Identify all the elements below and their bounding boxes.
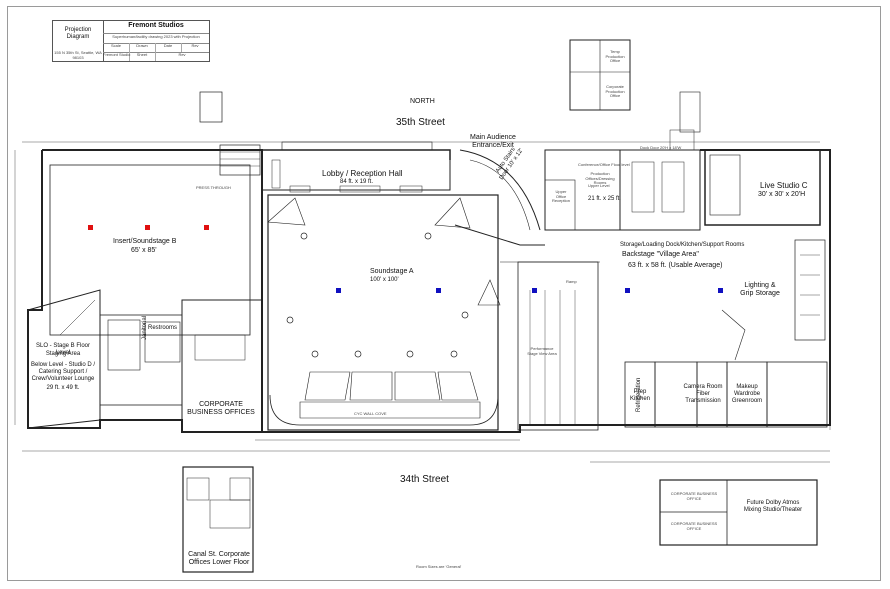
conference-label: Conference/Office Floor level xyxy=(578,162,630,167)
tb-cell: Scale xyxy=(110,43,121,48)
main-entrance-label: Main Audience Entrance/Exit xyxy=(470,134,516,150)
red-marker xyxy=(145,225,150,230)
live-studio-c-size: 30' x 30' x 20'H xyxy=(758,191,806,198)
room-sizes-note: Room Sizes are 'General' xyxy=(416,564,462,569)
corporate-production-office-label: Corporate Production Office xyxy=(605,84,625,99)
tb-cell: Rev xyxy=(178,52,186,57)
prep-kitchen-label: Prep Kitchen xyxy=(629,389,650,402)
lobby-title: Lobby / Reception Hall xyxy=(322,169,403,178)
title-block-address: 155 N 35th St, Seattle, WA 98103 xyxy=(54,50,102,60)
office-size-label: 21 ft. x 25 ft. xyxy=(588,196,622,202)
soundstage-a-size: 100' x 100' xyxy=(370,277,399,283)
production-offices-label: Production Offices/Dressing Rooms xyxy=(585,171,615,186)
live-studio-c-title: Live Studio C xyxy=(760,181,808,190)
red-marker xyxy=(204,225,209,230)
street-35-label: 35th Street xyxy=(396,117,445,128)
north-label: NORTH xyxy=(410,98,435,105)
temp-production-office-label: Temp Production Office xyxy=(605,49,625,64)
tb-cell: Fremont Studio xyxy=(103,52,131,57)
restrooms-label: Restrooms xyxy=(148,325,178,331)
title-subtitle: Superhuman/facility drawing 2023 with Pr… xyxy=(112,34,200,39)
dock-door-label: Dock Door 20'H x 18'W xyxy=(640,145,682,150)
makeup-label: Makeup Wardrobe Greenroom xyxy=(731,384,763,404)
company-name: Fremont Studios xyxy=(128,22,184,29)
blue-marker xyxy=(718,288,723,293)
blue-marker xyxy=(532,288,537,293)
future-studio-label: Future Dolby Atmos Mixing Studio/Theater xyxy=(743,500,803,513)
refrigeration-label: Refrigeration xyxy=(636,377,642,412)
blue-marker xyxy=(625,288,630,293)
cyc-wall-label: CYC WALL COVE xyxy=(354,411,387,416)
lighting-grip-label: Lighting & Grip Storage xyxy=(740,282,780,298)
upper-level-label: Upper Level xyxy=(588,183,610,188)
corporate-business-office-1: CORPORATE BUSINESS OFFICE xyxy=(670,491,718,501)
tb-cell: Date xyxy=(163,43,173,48)
insert-title: Insert/Soundstage B xyxy=(113,238,177,245)
stage-b-size: 29 ft. x 49 ft. xyxy=(46,385,80,391)
upper-reception-label: Upper Office Reception xyxy=(551,189,570,204)
blue-marker xyxy=(336,288,341,293)
performance-stage-label: Performance Stage View Area xyxy=(527,346,557,356)
tb-cell: Sheet xyxy=(136,52,148,57)
title-block: Projection Diagram 155 N 35th St, Seattl… xyxy=(52,20,210,62)
canal-st-offices-label: Canal St. Corporate Offices Lower Floor xyxy=(188,551,250,567)
street-34-label: 34th Street xyxy=(400,474,449,485)
ramp-label: Ramp xyxy=(566,279,577,284)
stage-b-floor-level: SLO - Stage B Floor Level xyxy=(35,343,91,356)
blue-marker xyxy=(436,288,441,293)
staging-area: Staging Area xyxy=(45,351,81,357)
tb-cell: Rev xyxy=(191,43,199,48)
backstage-label: Backstage "Village Area" xyxy=(622,251,699,258)
janitorial-label: Janitorial xyxy=(142,315,148,340)
title-block-label: Projection Diagram xyxy=(64,27,92,40)
backstage-size: 63 ft. x 58 ft. (Usable Average) xyxy=(628,262,723,269)
lobby-size: 84 ft. x 19 ft. xyxy=(340,179,374,185)
insert-size: 65' x 85' xyxy=(131,247,157,254)
title-block-label-cell: Projection Diagram 155 N 35th St, Seattl… xyxy=(53,21,104,61)
page-frame xyxy=(7,6,881,581)
soundstage-a-title: Soundstage A xyxy=(370,268,414,275)
corporate-offices-label: CORPORATE BUSINESS OFFICES xyxy=(187,401,255,417)
camera-room-label: Camera Room Fiber Transmission xyxy=(683,384,723,404)
below-level-label: Below Level - Studio D / Catering Suppor… xyxy=(30,362,96,382)
storage-label: Storage/Loading Dock/Kitchen/Support Roo… xyxy=(620,242,745,248)
corporate-business-office-2: CORPORATE BUSINESS OFFICE xyxy=(670,521,718,531)
tb-cell: Drawn xyxy=(136,43,148,48)
press-through-label: PRESS THROUGH xyxy=(196,185,231,190)
red-marker xyxy=(88,225,93,230)
